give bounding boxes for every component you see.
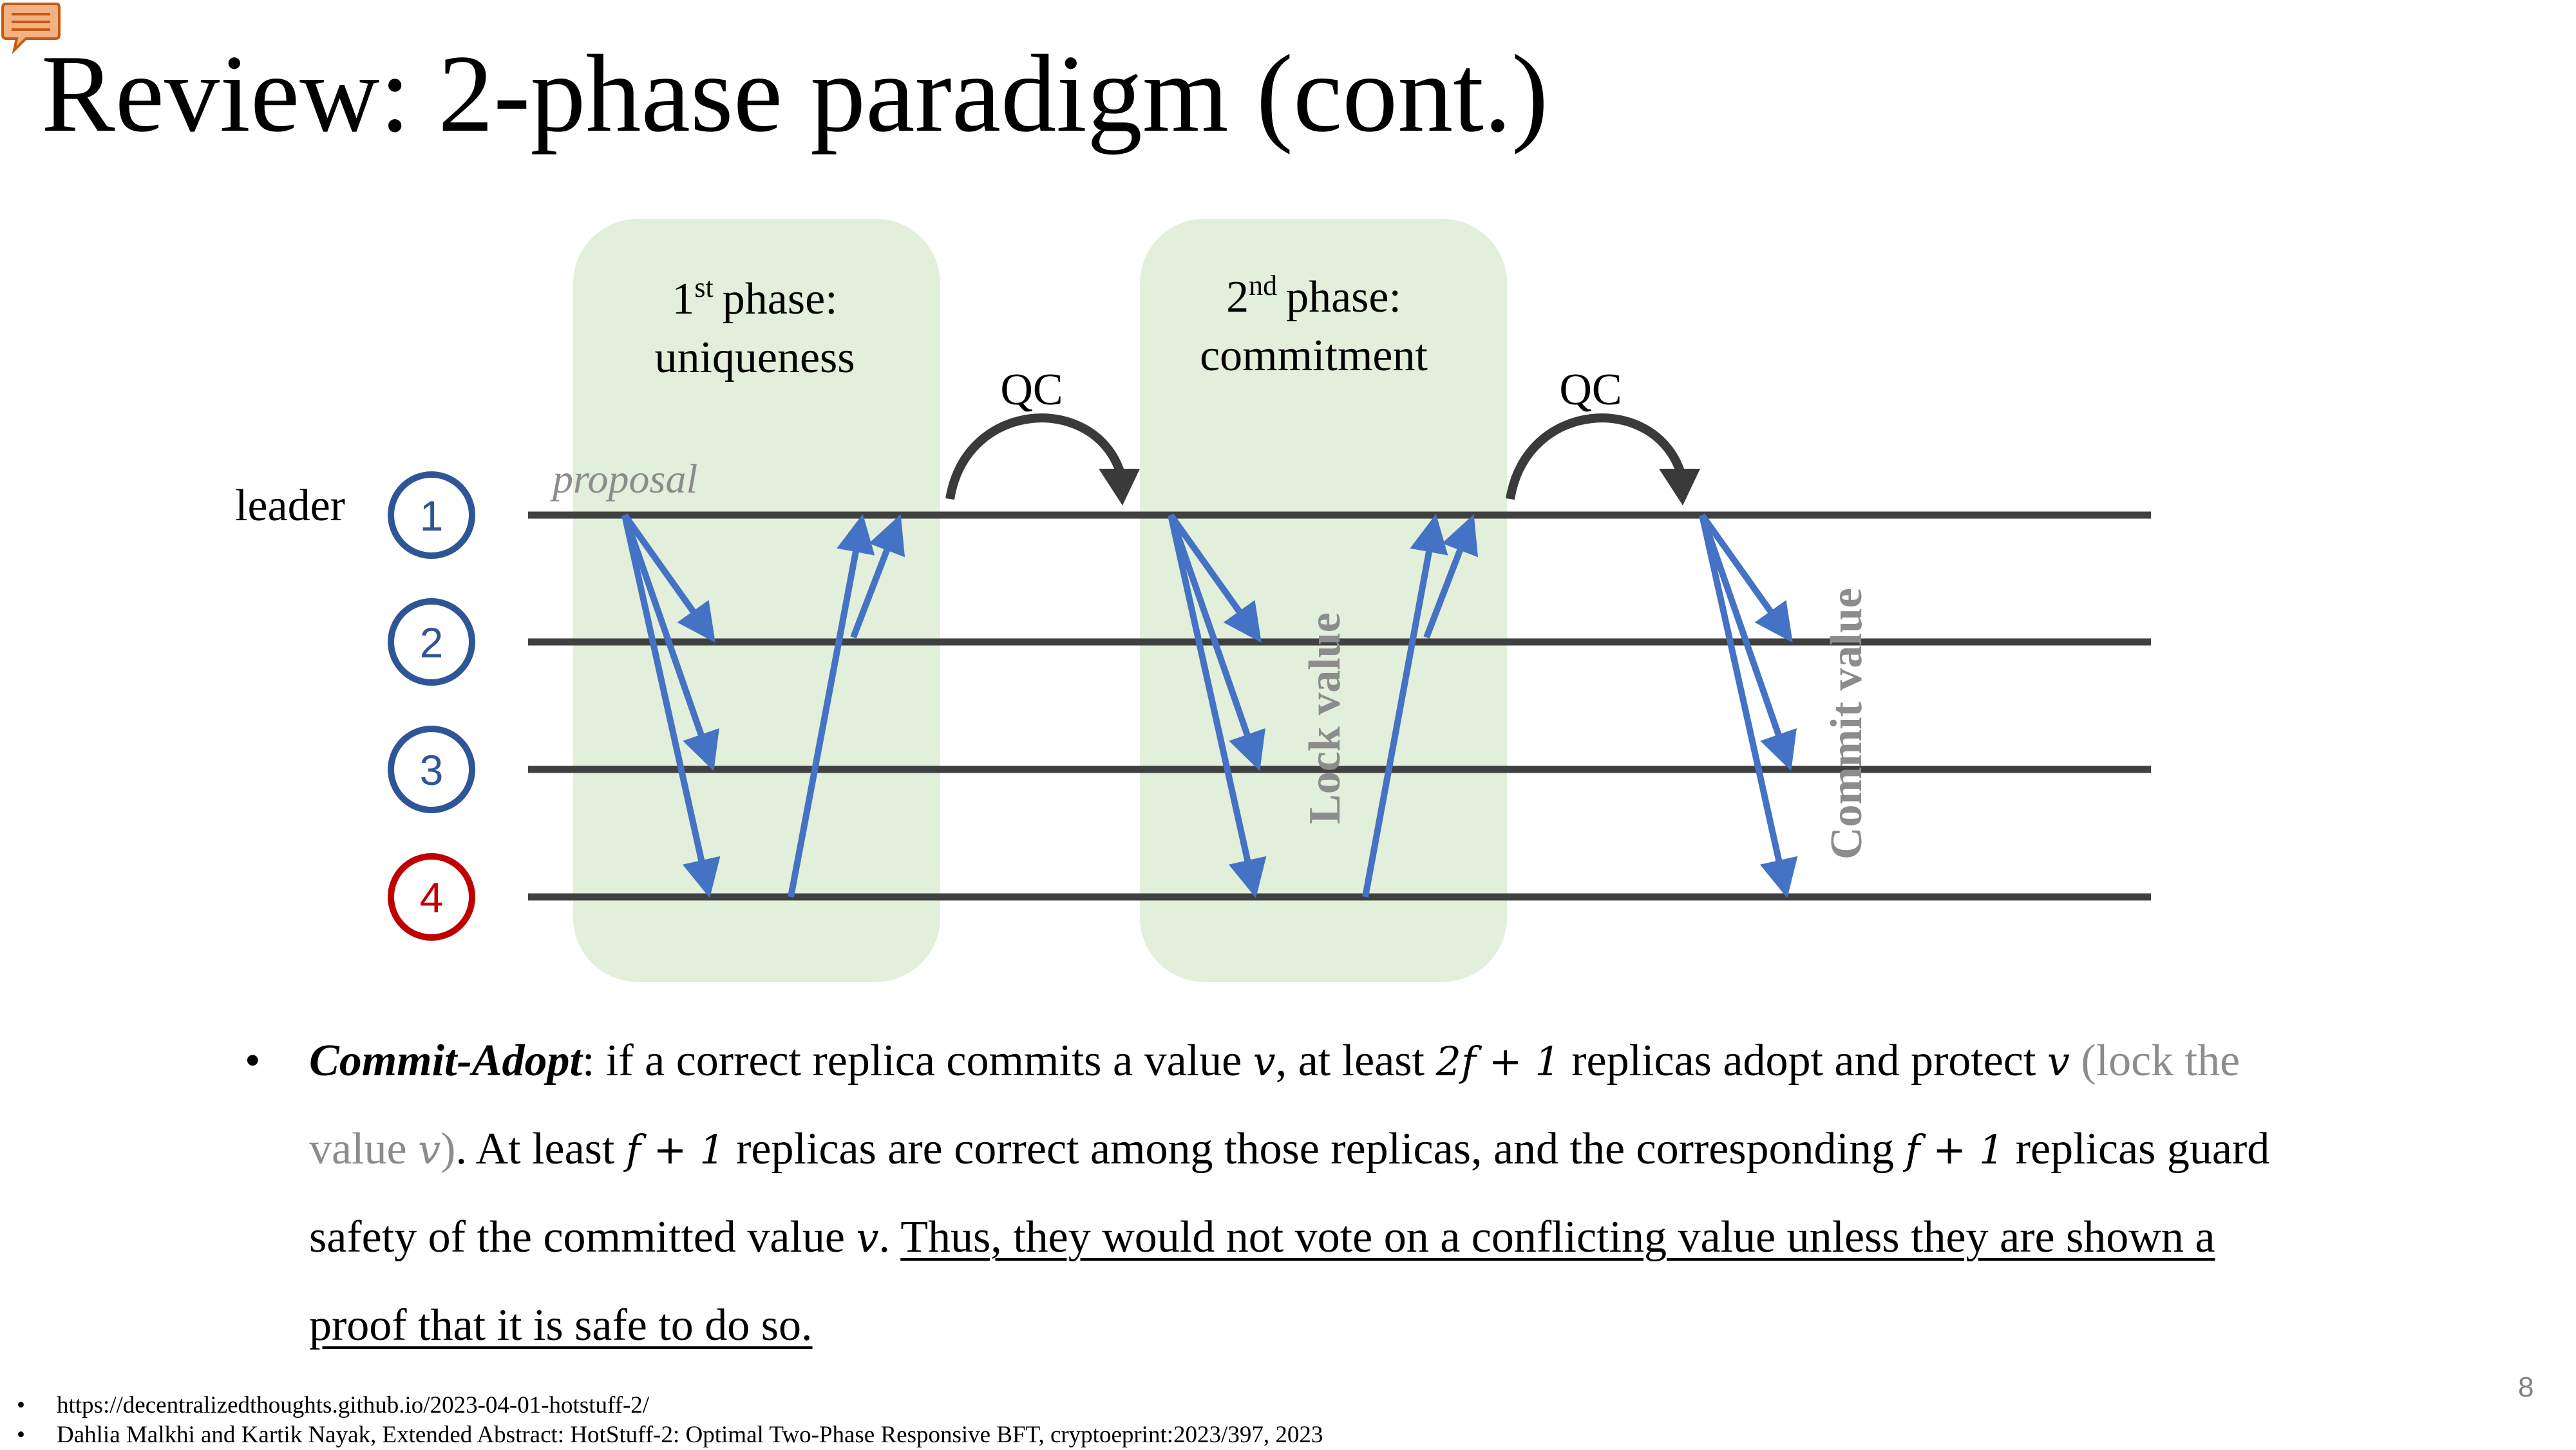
phase-1-subtitle: uniqueness	[654, 333, 855, 382]
replica-3: 3	[388, 726, 475, 813]
svg-text:3: 3	[420, 746, 444, 794]
bullet-text: Commit-Adopt: if a correct replica commi…	[309, 1036, 2270, 1350]
leader-label: leader	[235, 481, 345, 531]
phase-2-subtitle: commitment	[1200, 331, 1428, 381]
page-number: 8	[2518, 1371, 2534, 1403]
reference-item: •Dahlia Malkhi and Kartik Nayak, Extende…	[17, 1422, 1323, 1448]
qc-label-1: QC	[1000, 365, 1063, 415]
phase-2-messages	[1168, 513, 1479, 898]
reference-link[interactable]: https://decentralizedthoughts.github.io/…	[57, 1392, 650, 1418]
qc-arrow-2	[1506, 413, 1700, 505]
proposal-label: proposal	[550, 456, 697, 502]
replica-4-faulty: 4	[388, 853, 475, 941]
phase-1-messages	[621, 513, 905, 898]
comment-icon[interactable]	[0, 0, 62, 54]
lock-note: (lock the value v)	[309, 1036, 2240, 1174]
replica-2: 2	[388, 598, 475, 686]
bullet-dot: •	[245, 1036, 261, 1086]
commit-messages	[1699, 513, 1798, 898]
qc-label-2: QC	[1559, 365, 1622, 415]
svg-text:4: 4	[420, 874, 444, 921]
lock-value-label: Lock value	[1300, 612, 1350, 824]
commit-value-label: Commit value	[1822, 588, 1871, 860]
replica-1: 1	[388, 471, 475, 559]
qc-arrow-1	[945, 413, 1140, 505]
svg-text:2: 2	[420, 619, 444, 666]
phase-1-box	[573, 219, 940, 982]
slide-title: Review: 2-phase paradigm (cont.)	[41, 33, 1549, 155]
references: •https://decentralizedthoughts.github.io…	[17, 1391, 1323, 1450]
underlined-conclusion: Thus, they would not vote on a conflicti…	[309, 1212, 2215, 1350]
svg-text:1: 1	[420, 492, 444, 540]
reference-item: •https://decentralizedthoughts.github.io…	[17, 1392, 650, 1418]
term-commit-adopt: Commit-Adopt	[309, 1036, 582, 1086]
